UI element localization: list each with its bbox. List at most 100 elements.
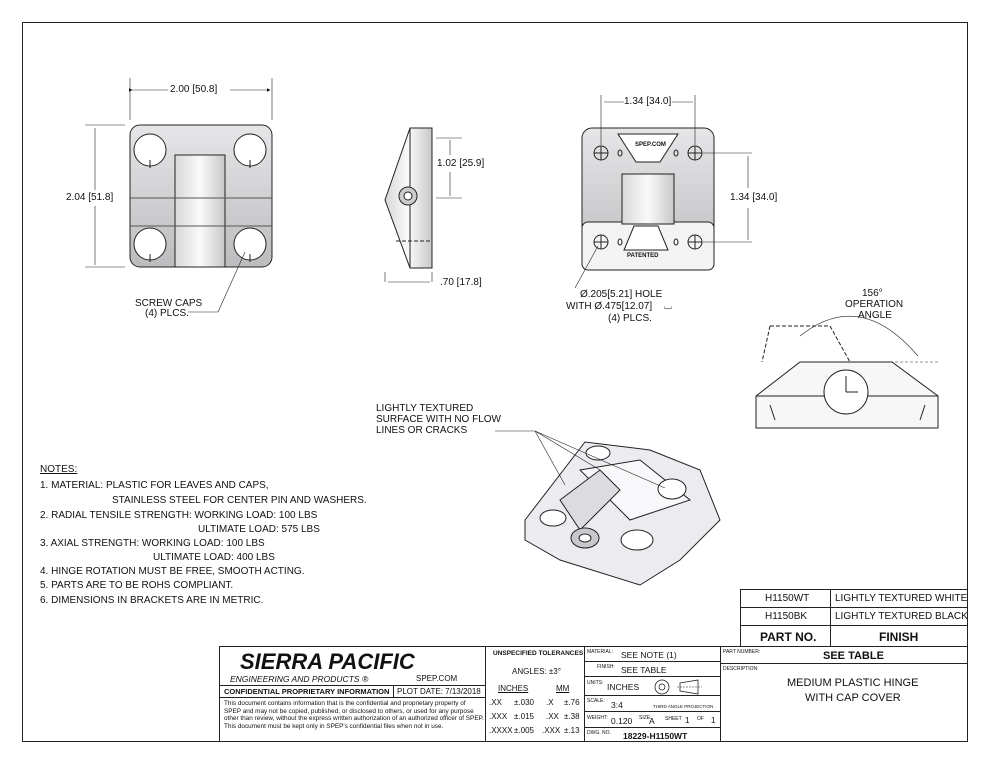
- description-line2: WITH CAP COVER: [805, 692, 901, 704]
- tol-mm-value: ±.38: [564, 712, 580, 721]
- units-value: INCHES: [607, 682, 640, 692]
- side-height-mm: 25.9: [462, 158, 482, 169]
- rear-width-value: 1.34: [624, 96, 644, 107]
- description-cell: DESCRIPTION: MEDIUM PLASTIC HINGE WITH C…: [720, 663, 968, 742]
- dwg-no-value: 18229-H1150WT: [623, 731, 688, 741]
- part-number-label: PART NUMBER:: [723, 649, 761, 655]
- notes-heading: NOTES:: [40, 464, 78, 475]
- tol-mm-format: .X: [546, 698, 554, 707]
- patented-text: PATENTED: [627, 253, 659, 259]
- of-value: 1: [711, 716, 716, 725]
- side-height-value: 1.02: [437, 158, 457, 169]
- disclaimer-cell: This document contains information that …: [219, 697, 486, 742]
- tol-mm-format: .XX: [546, 712, 559, 721]
- front-view: [85, 78, 273, 313]
- part-number-text: H1150WT: [765, 593, 810, 604]
- company-subtitle-text: ENGINEERING AND PRODUCTS: [230, 674, 360, 684]
- part-cell: H1150WT: [740, 589, 831, 608]
- rear-height-dim: 1.34 [34.0]: [730, 192, 778, 203]
- dwg-no-cell: DWG. NO. 18229-H1150WT: [584, 727, 721, 742]
- material-cell: MATERIAL: SEE NOTE (1): [584, 646, 721, 662]
- note-line: 2. RADIAL TENSILE STRENGTH: WORKING LOAD…: [40, 510, 318, 521]
- projection-label: THIRD ANGLE PROJECTION: [653, 704, 714, 709]
- surface-note-line1: LIGHTLY TEXTURED: [376, 403, 474, 414]
- part-header-cell: PART NO.: [740, 625, 831, 647]
- tolerance-cell: UNSPECIFIED TOLERANCES ANGLES: ±3° INCHE…: [485, 646, 585, 742]
- part-number-cell: PART NUMBER: SEE TABLE: [720, 646, 968, 664]
- finish-label: FINISH:: [597, 664, 615, 670]
- isometric-view: [495, 430, 721, 586]
- side-depth-dim: .70 [17.8]: [440, 277, 482, 288]
- finish-cell: LIGHTLY TEXTURED BLACK: [830, 607, 968, 626]
- tol-mm-value: ±.13: [564, 726, 580, 735]
- note-line: 3. AXIAL STRENGTH: WORKING LOAD: 100 LBS: [40, 538, 265, 549]
- of-label: OF: [697, 716, 704, 722]
- size-label: SIZE:: [639, 715, 652, 721]
- tol-mm-format: .XXX: [542, 726, 561, 735]
- side-depth-mm: 17.8: [459, 277, 479, 288]
- hole-callout-line1: Ø.205[5.21] HOLE: [580, 289, 663, 300]
- side-height-dim: 1.02 [25.9]: [437, 158, 485, 169]
- operation-angle-view: [755, 315, 940, 429]
- operation-angle-value: 156°: [862, 288, 883, 299]
- part-header: PART NO.: [760, 630, 817, 644]
- finish-header-cell: FINISH: [830, 625, 968, 647]
- dwg-no-label: DWG. NO.: [587, 730, 611, 736]
- finish-text: LIGHTLY TEXTURED WHITE: [835, 593, 968, 604]
- material-label: MATERIAL:: [587, 649, 614, 655]
- side-depth-value: .70: [440, 277, 454, 288]
- front-width-value: 2.00: [170, 84, 190, 95]
- company-website: SPEP.COM: [416, 674, 458, 683]
- weight-label: WEIGHT:: [587, 715, 608, 721]
- weight-cell: WEIGHT: 0.120 SIZE: A SHEET 1 OF 1: [584, 711, 721, 728]
- company-subtitle: ENGINEERING AND PRODUCTS ®: [230, 675, 368, 684]
- counterbore-symbol: ⌴: [664, 301, 672, 312]
- tolerance-header: UNSPECIFIED TOLERANCES: [493, 650, 584, 657]
- tol-mm-value: ±.76: [564, 698, 580, 707]
- material-value: SEE NOTE (1): [621, 650, 677, 660]
- operation-label: OPERATION: [845, 299, 904, 310]
- front-height-value: 2.04: [66, 192, 86, 203]
- front-width-dim: 2.00 [50.8]: [170, 84, 218, 95]
- finish-header: FINISH: [879, 630, 919, 644]
- note-line: 6. DIMENSIONS IN BRACKETS ARE IN METRIC.: [40, 595, 264, 606]
- rear-logo-text: SPEP.COM: [635, 142, 666, 148]
- company-name: SIERRA PACIFIC: [240, 649, 415, 674]
- rear-height-mm: 34.0: [755, 192, 775, 203]
- size-value: A: [649, 716, 655, 726]
- front-height-dim: 2.04 [51.8]: [66, 192, 114, 203]
- note-line: 1. MATERIAL: PLASTIC FOR LEAVES AND CAPS…: [40, 480, 269, 491]
- front-height-mm: 51.8: [91, 192, 111, 203]
- scale-value: 3:4: [611, 700, 623, 710]
- third-angle-projection-icon: [654, 679, 702, 695]
- side-view: [384, 127, 462, 283]
- tol-in-format: .XXX: [489, 712, 508, 721]
- tol-in-value: ±.015: [514, 712, 534, 721]
- screw-caps-label: SCREW CAPS: [135, 298, 203, 309]
- tol-in-format: .XXXX: [489, 726, 513, 735]
- tolerance-inches-header: INCHES: [498, 684, 529, 693]
- weight-value: 0.120: [611, 716, 633, 726]
- note-line: ULTIMATE LOAD: 400 LBS: [153, 552, 275, 563]
- hole-callout-line2: WITH Ø.475[12.07]: [566, 301, 653, 312]
- note-line: 5. PARTS ARE TO BE ROHS COMPLIANT.: [40, 580, 234, 591]
- note-line: STAINLESS STEEL FOR CENTER PIN AND WASHE…: [112, 495, 367, 506]
- front-width-mm: 50.8: [195, 84, 215, 95]
- screw-caps-qty: (4) PLCS.: [145, 308, 189, 319]
- hole-callout-line3: (4) PLCS.: [608, 313, 652, 324]
- scale-cell: SCALE: 3:4 THIRD ANGLE PROJECTION: [584, 695, 721, 712]
- scale-label: SCALE:: [587, 698, 605, 704]
- tolerance-angles: ANGLES: ±3°: [512, 667, 561, 676]
- description-line1: MEDIUM PLASTIC HINGE: [787, 677, 919, 689]
- part-number-value: SEE TABLE: [823, 650, 884, 662]
- part-number-text: H1150BK: [765, 611, 808, 622]
- finish-value: SEE TABLE: [621, 665, 667, 675]
- units-label: UNITS:: [587, 680, 604, 686]
- plot-date: PLOT DATE: 7/13/2018: [397, 687, 481, 696]
- part-cell: H1150BK: [740, 607, 831, 626]
- rear-view: [574, 95, 752, 289]
- confidential-label: CONFIDENTIAL PROPRIETARY INFORMATION: [224, 687, 390, 696]
- rear-width-mm: 34.0: [649, 96, 669, 107]
- tol-in-value: ±.005: [514, 726, 534, 735]
- note-line: ULTIMATE LOAD: 575 LBS: [198, 524, 320, 535]
